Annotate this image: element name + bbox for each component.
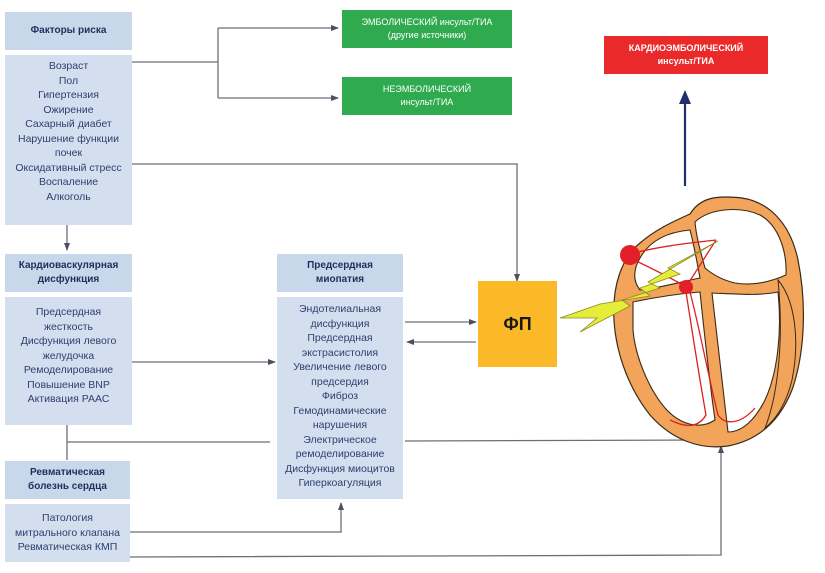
heart-right-ventricle [632,291,716,426]
cardiovascular-title-line2: дисфункция [37,274,100,285]
cardiovascular-item: Ремоделирование [23,364,114,376]
embolic-stroke-box: ЭМБОЛИЧЕСКИЙ инсульт/ТИА (другие источни… [342,10,512,48]
risk-factor-item: Возраст [48,60,89,72]
embolic-line2: (другие источники) [387,30,467,40]
heart-right-atrium [634,229,701,291]
cardiovascular-item: Предсердная [35,306,102,318]
atrial-myopathy-item: Предсердная [307,332,373,344]
atrioventricular-node [679,280,693,294]
cardiovascular-item: Активация РААС [27,393,110,405]
atrial-myopathy-item: нарушения [312,419,368,431]
connector-rheumatic-to-heart [129,445,724,558]
risk-factor-item: Гипертензия [38,89,99,101]
rheumatic-title-line2: болезнь сердца [28,481,107,492]
rheumatic-list: Патология митрального клапана Ревматичес… [5,504,130,562]
atrial-myopathy-title-line1: Предсердная [307,260,373,271]
cardiovascular-item: Повышение BNP [27,378,110,391]
sinoatrial-node [620,245,640,265]
nonembolic-line2: инсульт/ТИА [400,97,454,107]
atrial-myopathy-item: Дисфункция миоцитов [285,462,395,475]
cardioembolic-stroke-box: КАРДИОЭМБОЛИЧЕСКИЙ инсульт/ТИА [604,36,768,74]
nonembolic-line1: НЕЭМБОЛИЧЕСКИЙ [382,84,472,94]
rheumatic-item: Ревматическая КМП [17,541,118,553]
rheumatic-item: Патология [42,512,93,524]
risk-factor-item: Нарушение функции [18,132,119,145]
cardiovascular-item: Дисфункция левого [20,335,117,347]
risk-factor-item: Сахарный диабет [25,118,112,130]
cardioembolic-line2: инсульт/ТИА [657,56,715,66]
risk-factor-item: Алкоголь [46,190,91,203]
risk-factor-item: Оксидативный стресс [15,161,122,174]
atrial-myopathy-title-line2: миопатия [315,274,365,285]
cardiovascular-title-line1: Кардиоваскулярная [18,260,119,271]
atrial-myopathy-item: Фиброз [321,390,359,402]
cardiovascular-item: желудочка [42,349,95,362]
heart-left-atrium [694,209,787,285]
atrial-myopathy-item: предсердия [311,375,369,388]
rheumatic-title-line1: Ревматическая [29,467,106,478]
atrial-myopathy-item: ремоделирование [295,448,385,460]
rheumatic-item: митрального клапана [14,526,120,539]
atrial-myopathy-header: Предсердная миопатия [277,254,403,292]
atrial-myopathy-item: Гемодинамические [293,404,387,417]
risk-factors-header: Факторы риска [5,12,132,50]
connector-risk-to-fp [132,163,520,282]
nonembolic-stroke-box: НЕЭМБОЛИЧЕСКИЙ инсульт/ТИА [342,77,512,115]
cardioembolic-line1: КАРДИОЭМБОЛИЧЕСКИЙ [628,43,744,53]
atrial-myopathy-item: дисфункция [310,317,370,330]
heart-left-ventricle [711,291,781,433]
atrial-myopathy-item: Электрическое [303,433,377,446]
lightning-bolt-icon [559,240,719,333]
risk-factor-item: Ожирение [43,103,94,116]
cardiovascular-header: Кардиоваскулярная дисфункция [5,254,132,292]
atrial-myopathy-item: Гиперкоагуляция [298,477,382,489]
heart-lv-wall [763,278,797,430]
cardiovascular-item: жесткость [43,320,93,333]
af-label: ФП [503,313,532,334]
risk-factors-title: Факторы риска [30,25,107,36]
atrial-myopathy-list: Эндотелиальная дисфункция Предсердная эк… [277,297,403,499]
risk-factor-item: почек [54,147,83,159]
rheumatic-header: Ревматическая болезнь сердца [5,461,130,499]
atrial-myopathy-item: экстрасистолия [301,346,379,359]
af-box: ФП [478,281,557,367]
risk-factor-item: Пол [58,74,79,87]
embolic-line1: ЭМБОЛИЧЕСКИЙ инсульт/ТИА [361,17,493,27]
risk-factor-item: Воспаление [38,176,99,188]
connector-myopathy-to-heart [404,437,703,444]
cardiovascular-list: Предсердная жесткость Дисфункция левого … [5,297,132,425]
atrial-myopathy-item: Увеличение левого [293,361,387,373]
atrial-myopathy-item: Эндотелиальная [298,303,382,315]
connector-rheumatic-to-myopathy [130,502,344,533]
risk-factors-list: Возраст Пол Гипертензия Ожирение Сахарны… [5,55,132,225]
